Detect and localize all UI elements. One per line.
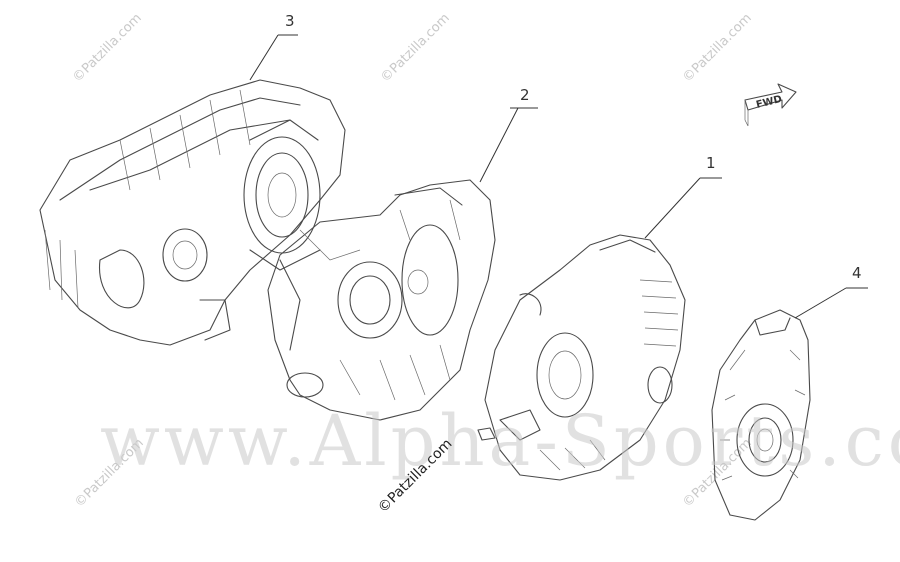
callout-1: 1 bbox=[644, 154, 722, 239]
callout-3: 3 bbox=[249, 12, 298, 81]
callout-4: 4 bbox=[794, 264, 868, 319]
callout-1-label: 1 bbox=[706, 154, 716, 172]
callout-2: 2 bbox=[479, 86, 538, 183]
part-2-left-crankcase-drawing bbox=[267, 179, 496, 421]
part-3-crankcase-cover-drawing bbox=[39, 79, 346, 346]
part-1-right-crankcase-drawing bbox=[477, 234, 686, 481]
callout-2-label: 2 bbox=[520, 86, 530, 104]
callout-4-label: 4 bbox=[852, 264, 862, 282]
callout-3-label: 3 bbox=[285, 12, 295, 30]
forward-direction-arrow: FWD bbox=[744, 83, 797, 127]
part-4-side-cover-drawing bbox=[711, 309, 811, 521]
watermark-alpha-sports: www.Alpha-Sports.com bbox=[100, 400, 900, 482]
